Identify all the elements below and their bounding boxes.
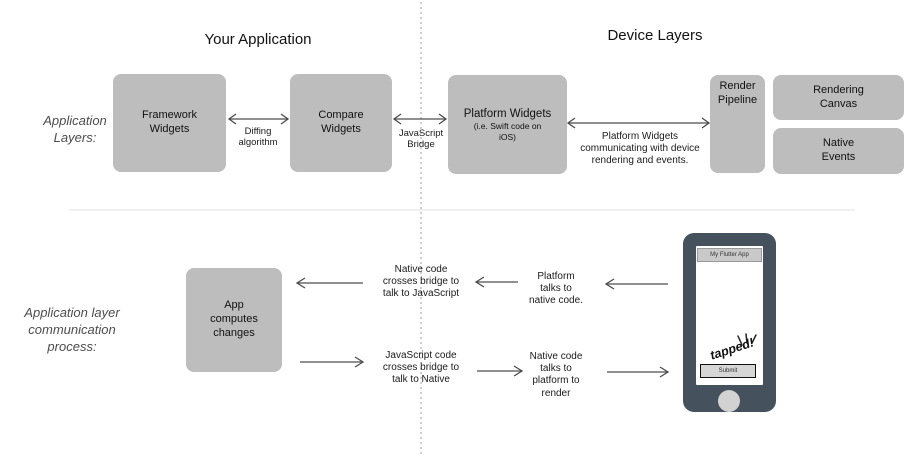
phone-screen: My Flutter App tapped! Submit <box>696 246 763 385</box>
rendering-canvas-box: Rendering Canvas <box>773 75 904 120</box>
framework-widgets-box: Framework Widgets <box>113 74 226 172</box>
javascript-bridge-label: JavaScript Bridge <box>398 128 444 151</box>
js-code-to-native-label: JavaScript code crosses bridge to talk t… <box>382 350 460 386</box>
submit-button-label: Submit <box>718 368 738 374</box>
platform-talks-native-label: Platform talks to native code. <box>529 271 583 307</box>
arrow-platform-renderpipeline <box>566 117 711 129</box>
submit-button-mock: Submit <box>700 364 756 378</box>
device-layers-title: Device Layers <box>607 27 703 44</box>
phone-home-button <box>718 390 740 412</box>
platform-widgets-comm-label: Platform Widgets communicating with devi… <box>580 131 700 167</box>
application-layers-label: Application Layers: <box>43 113 107 145</box>
platform-widgets-subtitle: (i.e. Swift code on iOS) <box>473 121 542 142</box>
render-pipeline-box: Render Pipeline <box>710 75 765 173</box>
your-application-title: Your Application <box>204 31 312 48</box>
arrow-nativecode-to-phone <box>607 366 670 378</box>
phone-mockup: My Flutter App tapped! Submit <box>683 233 776 412</box>
arrow-appbox-to-jscode <box>300 356 365 368</box>
arrow-phone-to-platformtalks <box>604 278 668 290</box>
arrow-compare-platform <box>392 113 448 125</box>
compare-widgets-box: Compare Widgets <box>290 74 392 172</box>
native-events-box: Native Events <box>773 128 904 174</box>
diffing-algorithm-label: Diffing algorithm <box>238 126 278 149</box>
platform-widgets-title: Platform Widgets <box>463 107 552 120</box>
platform-widgets-box: Platform Widgets (i.e. Swift code on iOS… <box>448 75 567 174</box>
phone-appbar-title: My Flutter App <box>710 252 749 258</box>
phone-appbar: My Flutter App <box>697 248 762 262</box>
arrow-nativejs-to-appbox <box>295 277 363 289</box>
tap-burst-icon <box>737 333 757 346</box>
native-code-to-js-label: Native code crosses bridge to talk to Ja… <box>382 264 460 300</box>
app-computes-changes-box: App computes changes <box>186 268 282 372</box>
native-talks-platform-label: Native code talks to platform to render <box>529 351 583 399</box>
arrow-framework-compare <box>227 113 290 125</box>
communication-process-label: Application layer communication process: <box>24 305 120 354</box>
